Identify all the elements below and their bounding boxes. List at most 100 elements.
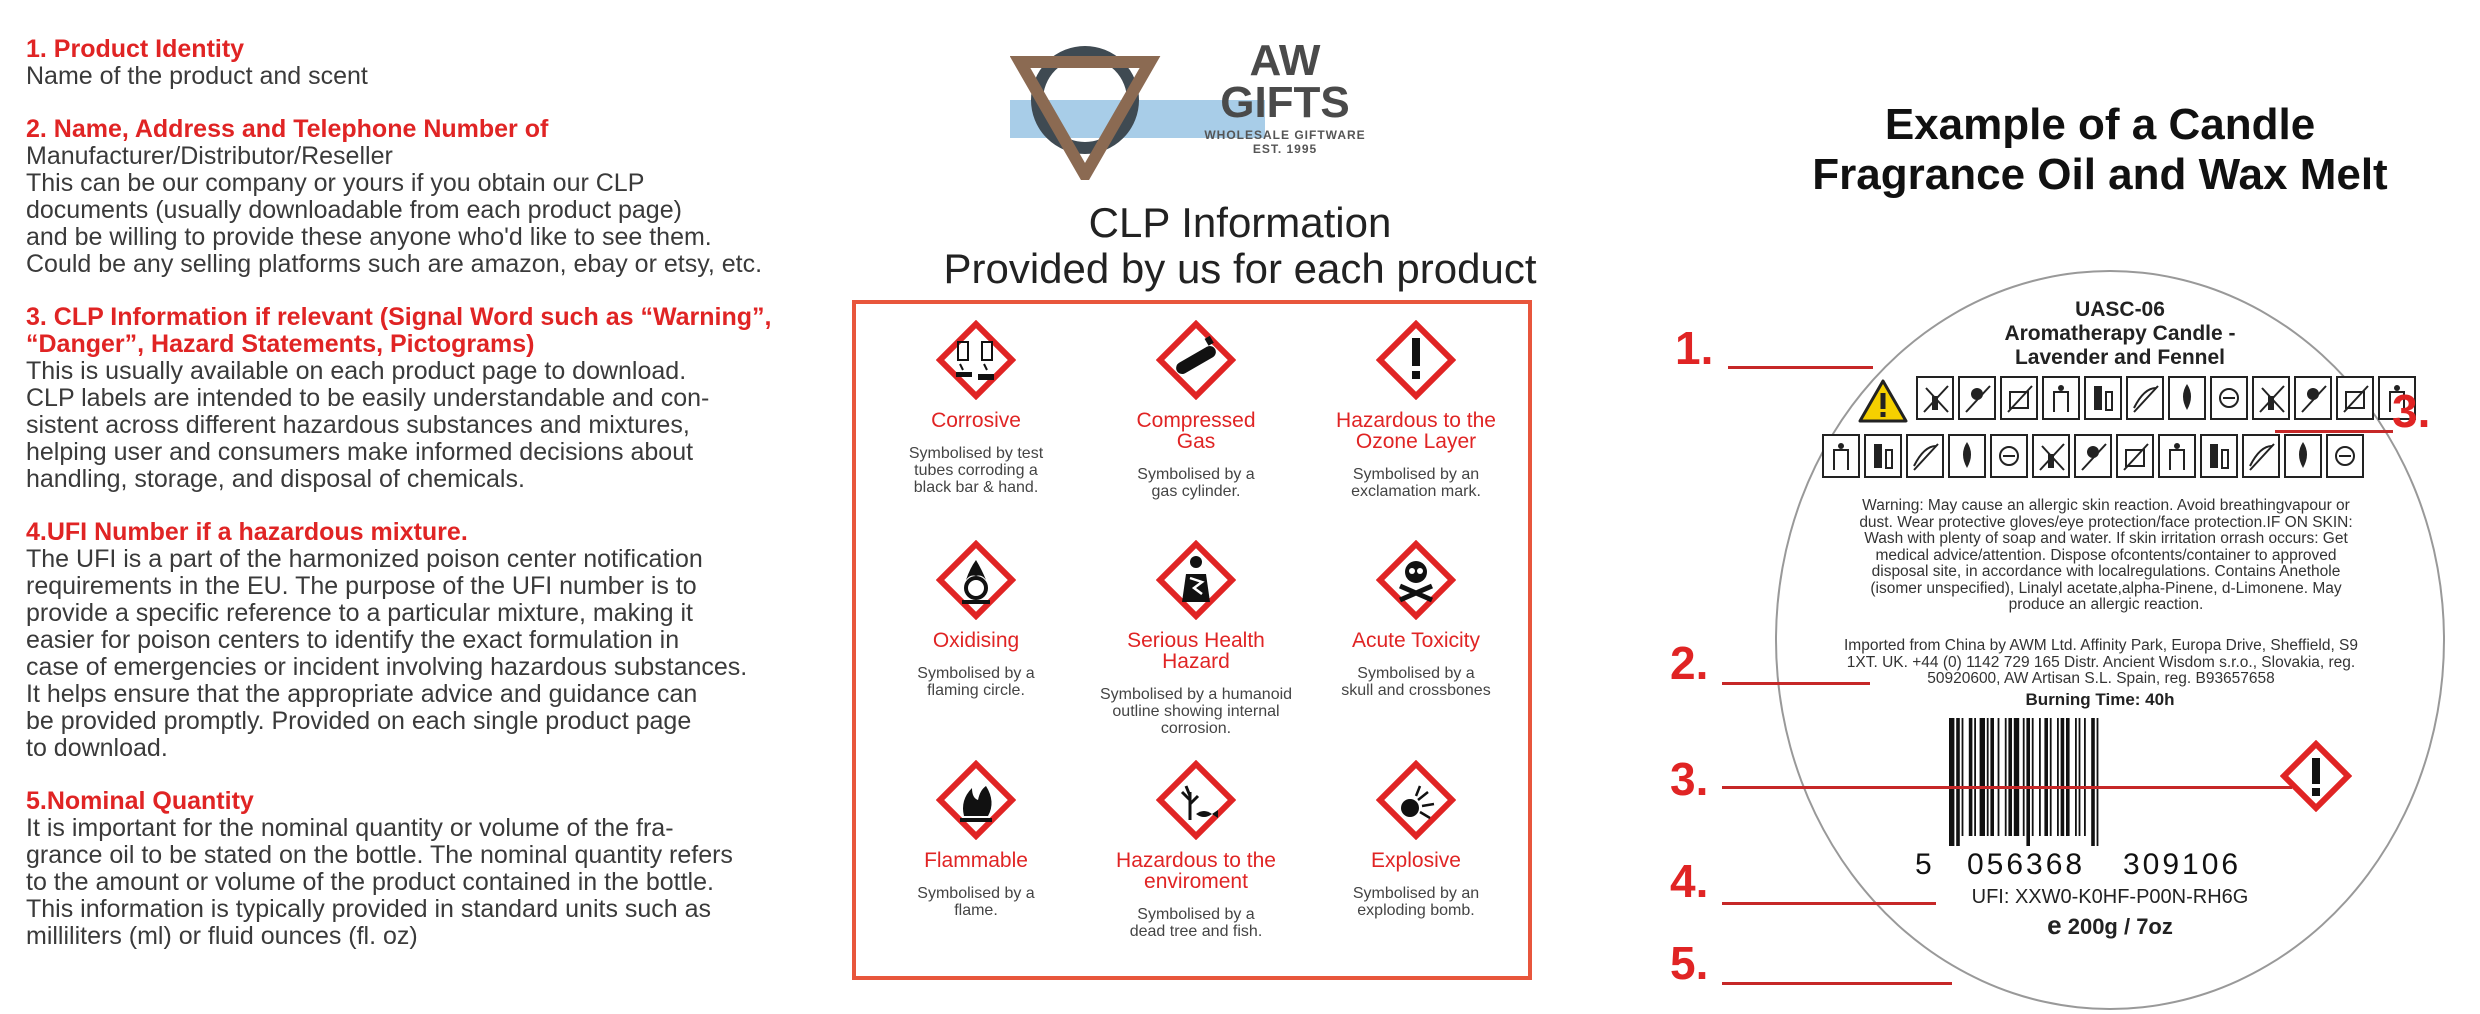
section-body-line: case of emergencies or incident involvin…: [26, 653, 748, 681]
callout-1: 1.: [1675, 322, 1714, 374]
label-importer-text: Imported from China by AWM Ltd. Affinity…: [1795, 637, 2407, 688]
section-body-line: to the amount or volume of the product c…: [26, 868, 714, 896]
hazard-description-line: Symbolised by an: [1352, 466, 1480, 483]
section-body-line: This is usually available on each produc…: [26, 357, 687, 385]
clp-heading: CLP Information Provided by us for each …: [860, 200, 1620, 292]
safety-icon-row-2: [1822, 434, 2364, 478]
label-name-line-1: Aromatherapy Candle -: [2004, 322, 2236, 345]
hazard-name: Acute Toxicity: [1306, 630, 1526, 651]
section-title-line: 4.UFI Number if a hazardous mixture.: [26, 518, 468, 546]
logo-line-2: GIFTS: [1220, 78, 1350, 127]
safety-pictogram-icon: [1948, 434, 1986, 478]
barcode-digit-2: 056368: [1967, 848, 2086, 881]
guide-section-body: The UFI is a part of the harmonized pois…: [26, 546, 856, 762]
label-product-name: Aromatherapy Candle - Lavender and Fenne…: [1895, 322, 2345, 370]
hazard-description-line: exploding bomb.: [1357, 902, 1475, 919]
environment-icon: [1156, 760, 1236, 840]
section-body-line: CLP labels are intended to be easily und…: [26, 384, 710, 412]
safety-pictogram-icon: [2000, 376, 2038, 420]
section-body-line: milliliters (ml) or fluid ounces (fl. oz…: [26, 922, 418, 950]
hazard-name-line: Hazard: [1162, 650, 1230, 673]
safety-pictogram-icon: [2200, 434, 2238, 478]
hazard-name-line: Hazardous to the: [1336, 409, 1496, 432]
section-body-line: It helps ensure that the appropriate adv…: [26, 680, 698, 708]
hazard-name-line: Serious Health: [1127, 629, 1265, 652]
guide-section-body: It is important for the nominal quantity…: [26, 815, 856, 950]
safety-pictogram-icon: [2032, 434, 2070, 478]
hazard-name-line: Flammable: [924, 849, 1028, 872]
safety-pictogram-icon: [2116, 434, 2154, 478]
guide-section: 2. Name, Address and Telephone Number of…: [26, 116, 856, 278]
guide-section-title: 2. Name, Address and Telephone Number of: [26, 116, 856, 143]
safety-pictogram-icon: [2242, 434, 2280, 478]
hazard-description-line: Symbolised by test: [908, 445, 1044, 462]
hazard-name-line: enviroment: [1144, 870, 1248, 893]
guide-section-body: Name of the product and scent: [26, 63, 856, 90]
safety-pictogram-icon: [2158, 434, 2196, 478]
hazard-description-line: Symbolised by a humanoid: [1099, 686, 1293, 703]
guide-section-title: 5.Nominal Quantity: [26, 788, 856, 815]
hazard-name: Oxidising: [866, 630, 1086, 651]
hazard-name-line: Corrosive: [931, 409, 1021, 432]
callout-1-line: [1728, 366, 1873, 369]
importer-line: Imported from China by AWM Ltd. Affinity…: [1843, 637, 2359, 654]
guide-section: 3. CLP Information if relevant (Signal W…: [26, 304, 856, 493]
hazard-name: Corrosive: [866, 410, 1086, 431]
importer-line: 50920600, AW Artisan S.L. Spain, reg. B9…: [1927, 670, 2275, 687]
section-body-line: This can be our company or yours if you …: [26, 169, 645, 197]
guide-section-title: 3. CLP Information if relevant (Signal W…: [26, 304, 856, 358]
section-title-line: 5.Nominal Quantity: [26, 787, 254, 815]
hazard-description-line: Symbolised by a: [1357, 665, 1475, 682]
section-title-line: 3. CLP Information if relevant (Signal W…: [26, 303, 772, 331]
flame-icon: [936, 760, 1016, 840]
safety-pictogram-icon: [2336, 376, 2374, 420]
section-body-line: Name of the product and scent: [26, 62, 368, 90]
skull-crossbones-icon: [1376, 540, 1456, 620]
callout-2: 2.: [1670, 637, 1709, 689]
health-hazard-icon: [1156, 540, 1236, 620]
safety-pictogram-icon: [1906, 434, 1944, 478]
section-body-line: easier for poison centers to identify th…: [26, 626, 680, 654]
section-body-line: helping user and consumers make informed…: [26, 438, 694, 466]
label-warning-text: Warning: May cause an allergic skin reac…: [1810, 497, 2402, 614]
safety-pictogram-icon: [1864, 434, 1902, 478]
label-burning-time: Burning Time: 40h: [2025, 690, 2175, 709]
section-body-line: and be willing to provide these anyone w…: [26, 223, 712, 251]
hazard-description-line: Symbolised by a: [1137, 906, 1255, 923]
safety-pictogram-icon: [2294, 376, 2332, 420]
clp-heading-line-1: CLP Information: [1088, 199, 1392, 246]
safety-pictogram-icon: [2326, 434, 2364, 478]
hazard-name-line: Acute Toxicity: [1352, 629, 1480, 652]
safety-pictogram-icon: [1990, 434, 2028, 478]
callout-3-top-line: [2275, 430, 2393, 433]
safety-pictogram-icon: [1916, 376, 1954, 420]
guide-section: 4.UFI Number if a hazardous mixture.The …: [26, 519, 856, 762]
callout-2-line: [1722, 682, 1870, 685]
safety-icon-row-1: [1916, 376, 2416, 420]
logo-text: AW GIFTS WHOLESALE GIFTWARE EST. 1995: [1180, 39, 1390, 157]
section-body-line: handling, storage, and disposal of chemi…: [26, 465, 525, 493]
hazard-description-line: corrosion.: [1160, 720, 1232, 737]
hazard-description-line: Symbolised by an: [1352, 885, 1480, 902]
safety-pictogram-icon: [2210, 376, 2248, 420]
safety-pictogram-icon: [2074, 434, 2112, 478]
hazard-description-line: flame.: [954, 902, 998, 919]
safety-pictogram-icon: [2084, 376, 2122, 420]
safety-pictogram-icon: [2168, 376, 2206, 420]
